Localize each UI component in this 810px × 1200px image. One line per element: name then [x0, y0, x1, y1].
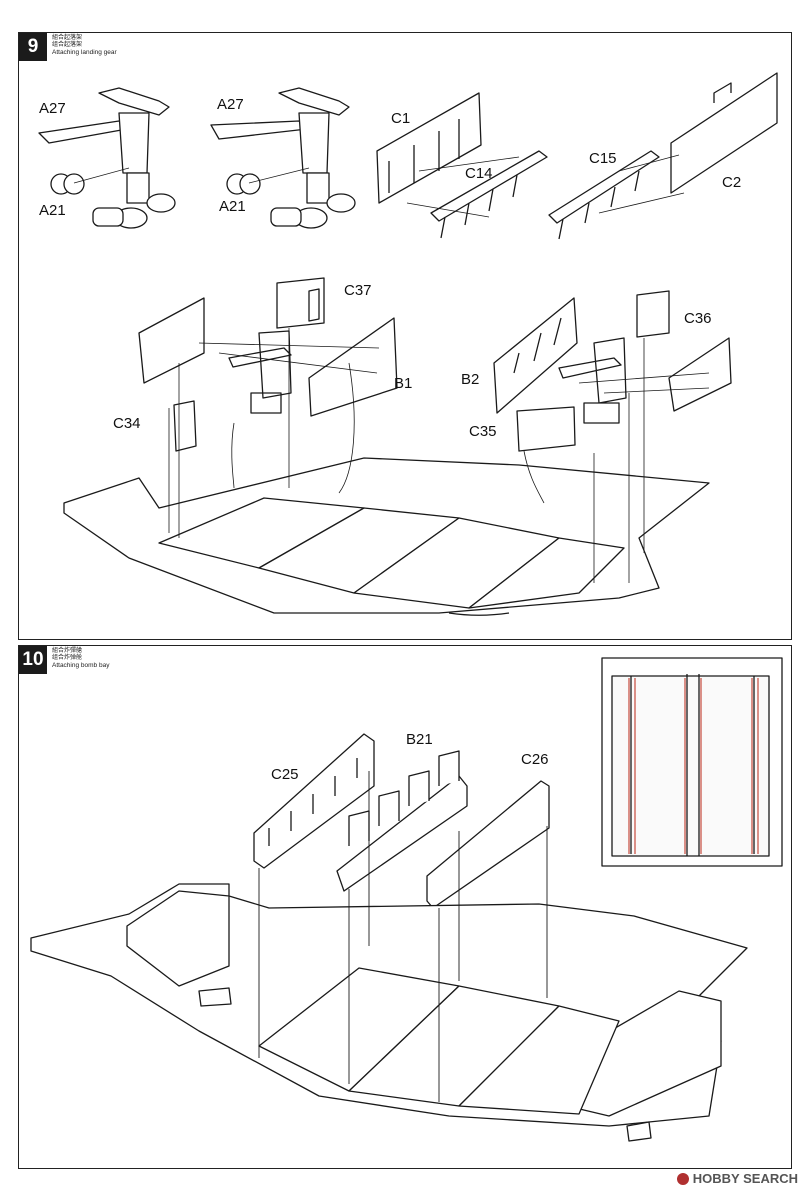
step-caption: 組合起落架 组合起落架 Attaching landing gear: [52, 35, 117, 56]
hobby-search-logo-icon: [676, 1172, 689, 1185]
bomb-bay-fuselage: [30, 883, 748, 1127]
part-c34: [173, 400, 197, 452]
caption-en: Attaching landing gear: [52, 49, 117, 56]
fuselage-floor: [63, 457, 710, 616]
part-b21: [336, 750, 468, 892]
detail-inset-red-lines: [628, 678, 759, 854]
caption-cn-traditional: 組合炸彈艙: [52, 648, 83, 654]
part-c37: [276, 277, 325, 329]
part-c15: [548, 150, 660, 240]
part-c36: [636, 290, 670, 338]
label-a27-right: A27: [217, 96, 244, 113]
part-c26: [426, 780, 550, 909]
label-c34: C34: [113, 415, 141, 432]
label-c37: C37: [344, 282, 372, 299]
part-c35: [516, 406, 576, 452]
caption-cn-simplified: 组合起落架: [52, 42, 83, 48]
label-a27-left: A27: [39, 100, 66, 117]
label-a21-right: A21: [219, 198, 246, 215]
label-c15: C15: [589, 150, 617, 167]
label-b2: B2: [461, 371, 479, 388]
step-10-panel: 10 組合炸彈艙 组合炸弹舱 Attaching bomb bay: [18, 645, 792, 1169]
label-c1: C1: [391, 110, 410, 127]
bomb-bay-diagram: C25 B21 C26: [30, 657, 783, 1142]
step-caption: 組合炸彈艙 组合炸弹舱 Attaching bomb bay: [52, 648, 109, 669]
step-number: 9: [19, 33, 47, 61]
caption-en: Attaching bomb bay: [52, 662, 110, 669]
landing-gear-diagram: A27 A21 A27 A21 C1 C14 C15 C2 C37 C36 B1…: [38, 72, 778, 616]
label-c2: C2: [722, 174, 741, 191]
watermark-text: HOBBY SEARCH: [692, 1171, 798, 1186]
label-c36: C36: [684, 310, 712, 327]
gear-stub-front: [198, 987, 232, 1007]
label-b21: B21: [406, 731, 433, 748]
label-c25: C25: [271, 766, 299, 783]
label-c26: C26: [521, 751, 549, 768]
landing-gear-lower-left: [228, 330, 292, 414]
detail-inset-content: [611, 674, 770, 857]
label-a21-left: A21: [39, 202, 66, 219]
part-c14: [430, 150, 548, 239]
caption-cn-traditional: 組合起落架: [52, 35, 83, 41]
gear-stub-rear: [626, 1121, 652, 1142]
wheel-a21-right: [226, 173, 261, 195]
part-b2: [493, 297, 578, 414]
label-c14: C14: [465, 165, 493, 182]
wheel-a21-left: [50, 173, 85, 195]
watermark: HOBBY SEARCH: [676, 1171, 798, 1186]
label-b1: B1: [394, 375, 412, 392]
part-b1: [308, 317, 398, 417]
landing-gear-a27-right: [210, 87, 356, 229]
landing-gear-a27-left: [38, 87, 176, 229]
label-c35: C35: [469, 423, 497, 440]
landing-gear-lower-right: [558, 337, 627, 424]
front-bulkhead: [126, 890, 230, 987]
part-c2: [670, 72, 778, 194]
part-c25: [253, 733, 375, 869]
bulkhead-right: [668, 337, 732, 412]
step-number: 10: [19, 646, 47, 674]
step-9-panel: 9 組合起落架 组合起落架 Attaching landing gear: [18, 32, 792, 640]
part-c1: [376, 92, 482, 204]
bulkhead-left: [138, 297, 205, 384]
caption-cn-simplified: 组合炸弹舱: [52, 655, 83, 661]
